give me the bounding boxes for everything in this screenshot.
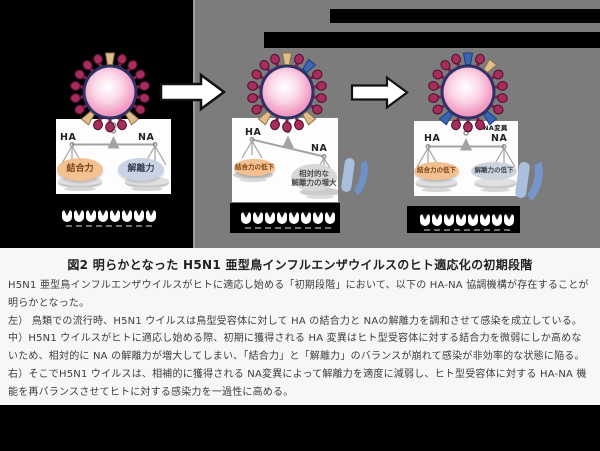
figure-caption: 図2 明らかとなった H5N1 亜型鳥インフルエンザウイルスのヒト適応化の初期段… [0, 248, 600, 405]
receptor-icon [277, 212, 287, 224]
receptor-row-human-rebalanced [420, 214, 514, 231]
receptor-icon [74, 210, 84, 222]
caption-line: 明らかとなった。 [8, 297, 90, 309]
dissociation-force-ellipse: 解離力 [118, 158, 164, 181]
balance-panel-rebalanced: HA NA 結合力の低下 解離力の低下 [414, 121, 518, 196]
receptor-glyphs [241, 212, 335, 224]
receptor-icon [444, 214, 454, 226]
caption-line: H5N1 亜型鳥インフルエンザウイルスがヒトに適応し始める「初期段階」において、… [8, 280, 589, 291]
receptor-glyphs [62, 210, 156, 222]
receptor-icon [241, 212, 251, 224]
caption-line: 右）そこでH5N1 ウイルスは、相補的に獲得される NA変異によって解離力を適度… [8, 368, 587, 380]
receptor-icon [504, 214, 514, 226]
receptor-icon [492, 214, 502, 226]
receptor-icon [420, 214, 430, 226]
na-label: NA [311, 143, 328, 154]
redacted-text-bar [264, 32, 600, 48]
caption-line: 中）H5N1 ウイルスがヒトに適応し始める際、初期に獲得される HA 変異はヒト… [8, 333, 582, 345]
receptor-icon [122, 210, 132, 222]
virus-particle-ha-mutant [247, 52, 327, 133]
virus-particle-na-mutant [428, 52, 508, 133]
dissociation-force-decrease-ellipse: 解離力の低下 [471, 162, 517, 180]
receptor-icon [265, 212, 275, 224]
receptor-icon [480, 214, 490, 226]
receptor-icon [110, 210, 120, 222]
membrane-dashes [65, 225, 153, 227]
receptor-icon [301, 212, 311, 224]
receptor-icon [432, 214, 442, 226]
receptor-icon [86, 210, 96, 222]
receptor-icon [456, 214, 466, 226]
receptor-icon [468, 214, 478, 226]
membrane-dashes [423, 229, 511, 231]
balance-panel-early-adaptation: HA NA 結合力の低下 相対的な 解離力の増大 [232, 118, 338, 202]
binding-force-decrease-ellipse: 結合力の低下 [234, 159, 275, 176]
binding-force-decrease-ellipse: 結合力の低下 [414, 162, 459, 180]
receptor-icon [325, 212, 335, 224]
membrane-dashes [244, 227, 332, 229]
na-label: NA [491, 133, 508, 144]
na-label: NA [138, 132, 155, 143]
receptor-icon [313, 212, 323, 224]
figure-title: 図2 明らかとなった H5N1 亜型鳥インフルエンザウイルスのヒト適応化の初期段… [67, 258, 533, 272]
receptor-row-bird [62, 210, 156, 227]
ha-label: HA [424, 133, 441, 144]
balance-scale-icon [415, 124, 517, 192]
virus-particle-bird [70, 52, 150, 133]
receptor-icon [98, 210, 108, 222]
receptor-icon [146, 210, 156, 222]
dissociation-force-increase-ellipse: 相対的な 解離力の増大 [291, 164, 337, 191]
receptor-icon [62, 210, 72, 222]
receptor-icon [289, 212, 299, 224]
force-text-line1: 相対的な [299, 168, 329, 178]
receptor-icon [134, 210, 144, 222]
caption-body: H5N1 亜型鳥インフルエンザウイルスがヒトに適応し始める「初期段階」において、… [8, 277, 596, 402]
receptor-icon [253, 212, 263, 224]
right-arrow-icon [159, 72, 227, 112]
redacted-text-bar [330, 9, 600, 23]
ha-label: HA [60, 132, 77, 143]
caption-line: いため、相対的に NA の解離力が増大してしまい、「結合力」と「解離力」のバラン… [8, 351, 585, 363]
receptor-row-human-early [241, 212, 335, 229]
caption-line: 左） 鳥類での流行時、H5N1 ウイルスは鳥型受容体に対して HA の結合力と … [8, 315, 583, 327]
na-mutation-label: NA変異 [483, 124, 508, 132]
force-text-line2: 解離力の増大 [291, 177, 337, 187]
caption-line: 能を再バランスさせてヒトに対する感染力を一過性に高める。 [8, 386, 294, 398]
ha-label: HA [245, 127, 262, 138]
binding-force-ellipse: 結合力 [57, 158, 103, 181]
balance-panel-bird: HA NA 結合力 解離力 [56, 119, 171, 194]
right-arrow-icon [350, 75, 409, 110]
receptor-glyphs [420, 214, 514, 226]
